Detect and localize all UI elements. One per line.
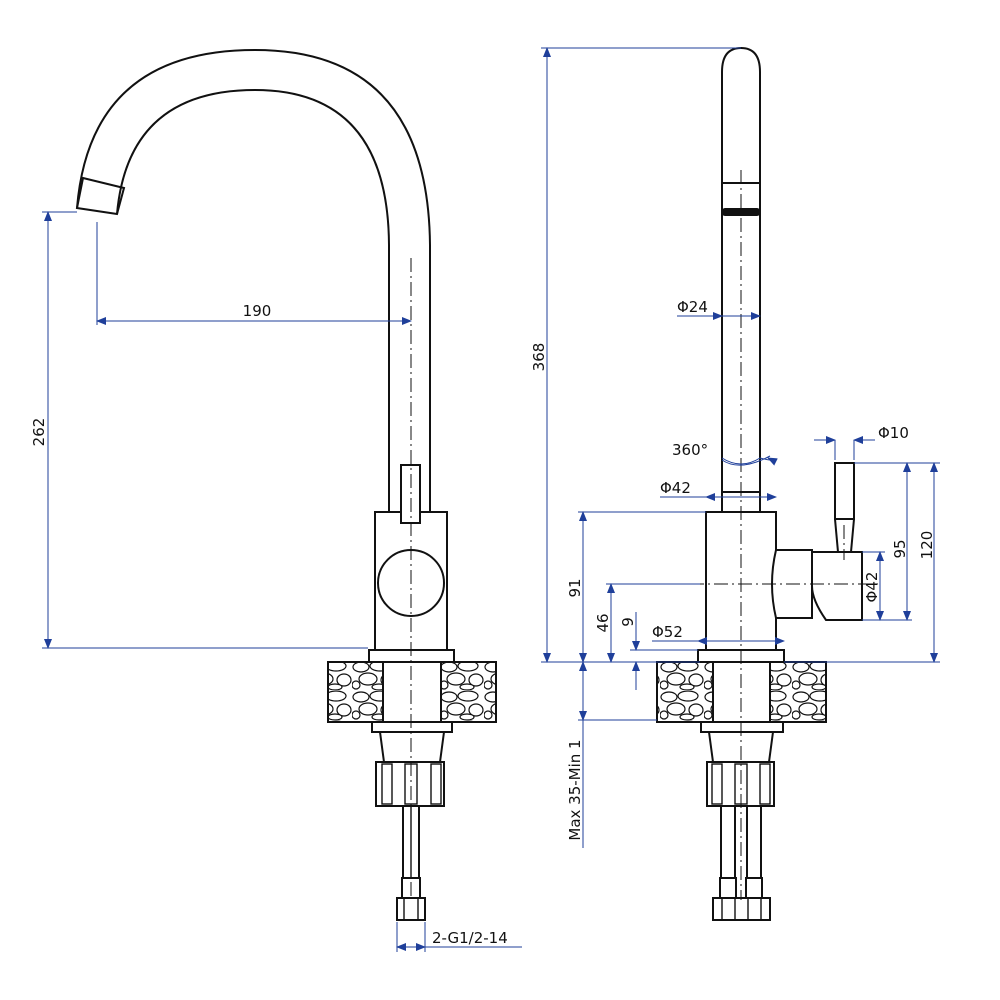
swivel-label: 360° <box>672 441 708 459</box>
fixing-nut <box>375 761 445 807</box>
reach-label: 190 <box>243 302 272 320</box>
dim-reach: 190 <box>96 222 412 325</box>
side-lever-cap <box>811 551 863 621</box>
dim-spout-diameter: Φ24 <box>677 298 761 320</box>
dim-handle-diameter: Φ10 <box>814 424 909 460</box>
dim-body-heights: 91 46 9 <box>566 511 706 690</box>
handle-diameter-label: Φ10 <box>878 424 909 442</box>
handle-top-height-label: 120 <box>918 531 936 560</box>
front-view: 262 190 2-G1/2-14 <box>30 48 522 952</box>
side-view: 368 Φ24 360° Φ42 Φ10 <box>530 46 940 921</box>
lever-hub-diameter-label: Φ42 <box>863 572 881 603</box>
dim-hose-thread: 2-G1/2-14 <box>396 922 522 952</box>
dim-body-diameter: Φ42 <box>660 479 777 501</box>
spout-diameter-label: Φ24 <box>677 298 708 316</box>
side-hose-right <box>746 805 762 879</box>
hose-nut <box>396 897 426 921</box>
side-washer <box>700 721 784 733</box>
spout-height-label: 262 <box>30 418 48 447</box>
spout-outer-curve <box>76 48 431 512</box>
side-handle-rod <box>834 462 855 520</box>
side-hose-left <box>720 805 736 879</box>
countertop-right-fill <box>442 663 495 721</box>
dim-lever-hub-diameter: Φ42 <box>862 551 885 621</box>
washer <box>371 721 453 733</box>
spout-inner-curve <box>116 88 390 512</box>
countertop-thickness-label: Max 35-Min 1 <box>566 739 584 840</box>
dim-swivel: 360° <box>672 441 778 466</box>
handle-height-label: 95 <box>891 539 909 558</box>
dim-total-height: 368 <box>530 47 741 663</box>
hose-thread-label: 2-G1/2-14 <box>432 929 508 947</box>
dim-spout-height: 262 <box>30 211 368 649</box>
shank <box>382 661 442 723</box>
fixing-plate <box>378 731 446 763</box>
total-height-label: 368 <box>530 343 548 372</box>
body-height-label: 91 <box>566 578 584 597</box>
dim-base-diameter: Φ52 <box>652 623 785 645</box>
lever-axis-height-label: 46 <box>594 613 612 632</box>
body-diameter-label: Φ42 <box>660 479 691 497</box>
countertop-left-fill <box>329 663 382 721</box>
aerator-tip <box>75 176 126 216</box>
base-diameter-label: Φ52 <box>652 623 683 641</box>
dim-countertop-thickness: Max 35-Min 1 <box>566 661 657 848</box>
dim-handle-heights: 95 120 <box>784 462 940 663</box>
base-ring-height-label: 9 <box>619 617 637 627</box>
